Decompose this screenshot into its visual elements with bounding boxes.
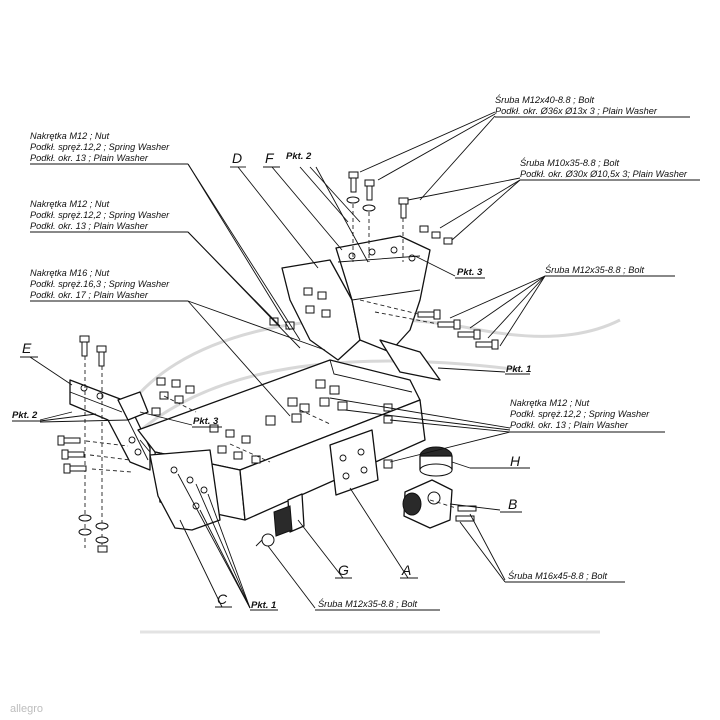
callout-bolt-m10x35: Śruba M10x35-8.8 ; Bolt Podkł. okr. Ø30x…	[520, 157, 688, 179]
right-side-bracket-d-f	[281, 235, 441, 381]
part-letter-h: H	[510, 453, 521, 469]
left-horizontal-bolts	[57, 435, 133, 474]
bolt-m12x40-line-1: Śruba M12x40-8.8 ; Bolt	[495, 94, 595, 105]
nut-b-line-3: Podkł. okr. 13 ; Plain Washer	[30, 221, 149, 231]
nut-d-line-1: Nakrętka M12 ; Nut	[510, 398, 590, 408]
center-fasteners	[151, 377, 348, 464]
callout-pkt2-top: Pkt. 2	[286, 151, 312, 162]
bolt-m12x40-line-2: Podkł. okr. Ø36x Ø13x 3 ; Plain Washer	[495, 106, 658, 116]
part-letter-e: E	[22, 340, 32, 356]
leader-lines	[12, 111, 700, 611]
part-letter-b: B	[508, 496, 517, 512]
part-letter-d: D	[232, 150, 242, 166]
callout-pkt2-left: Pkt. 2	[12, 410, 38, 421]
callout-bolt-m12x35-top: Śruba M12x35-8.8 ; Bolt	[545, 264, 645, 275]
callout-bolt-m12x40: Śruba M12x40-8.8 ; Bolt Podkł. okr. Ø36x…	[495, 94, 658, 116]
callout-nut-block-c: Nakrętka M16 ; Nut Podkł. spręż.16,3 ; S…	[30, 268, 170, 300]
bolt-m10x35-line-1: Śruba M10x35-8.8 ; Bolt	[520, 157, 620, 168]
part-letter-c: C	[217, 591, 228, 607]
nut-c-line-2: Podkł. spręż.16,3 ; Spring Washer	[30, 279, 170, 289]
part-letter-g: G	[338, 562, 349, 578]
nut-d-line-3: Podkł. okr. 13 ; Plain Washer	[510, 420, 629, 430]
nut-b-line-2: Podkł. spręż.12,2 ; Spring Washer	[30, 210, 170, 220]
callout-nut-block-a: Nakrętka M12 ; Nut Podkł. spręż.12,2 ; S…	[30, 131, 170, 163]
nut-a-line-1: Nakrętka M12 ; Nut	[30, 131, 110, 141]
left-side-plate-c	[149, 449, 221, 531]
right-side-bolts	[269, 287, 499, 469]
callout-pkt3-left: Pkt. 3	[193, 416, 219, 427]
background-logo-watermark	[118, 317, 621, 437]
allegro-watermark: allegro	[10, 703, 43, 715]
nut-d-line-2: Podkł. spręż.12,2 ; Spring Washer	[510, 409, 650, 419]
bolt-m10x35-line-2: Podkł. okr. Ø30x Ø10,5x 3; Plain Washer	[520, 169, 688, 179]
nut-b-line-1: Nakrętka M12 ; Nut	[30, 199, 110, 209]
part-letter-a: A	[401, 562, 411, 578]
tow-ball-assembly-b-h	[402, 446, 477, 529]
nut-a-line-3: Podkł. okr. 13 ; Plain Washer	[30, 153, 149, 163]
callout-pkt1-bottom: Pkt. 1	[251, 600, 276, 611]
part-letter-f: F	[265, 150, 275, 166]
callout-pkt3-right: Pkt. 3	[457, 267, 483, 278]
callout-nut-block-b: Nakrętka M12 ; Nut Podkł. spręż.12,2 ; S…	[30, 199, 170, 231]
top-bolts	[346, 171, 453, 262]
callout-bolt-m12x35-bottom: Śruba M12x35-8.8 ; Bolt	[318, 598, 418, 609]
left-vertical-bolts	[78, 335, 109, 553]
nut-c-line-3: Podkł. okr. 17 ; Plain Washer	[30, 290, 149, 300]
nut-c-line-1: Nakrętka M16 ; Nut	[30, 268, 110, 278]
callout-nut-block-d: Nakrętka M12 ; Nut Podkł. spręż.12,2 ; S…	[510, 398, 650, 430]
callout-bolt-m16x45: Śruba M16x45-8.8 ; Bolt	[508, 570, 608, 581]
nut-a-line-2: Podkł. spręż.12,2 ; Spring Washer	[30, 142, 170, 152]
callout-pkt1-right: Pkt. 1	[506, 364, 531, 375]
